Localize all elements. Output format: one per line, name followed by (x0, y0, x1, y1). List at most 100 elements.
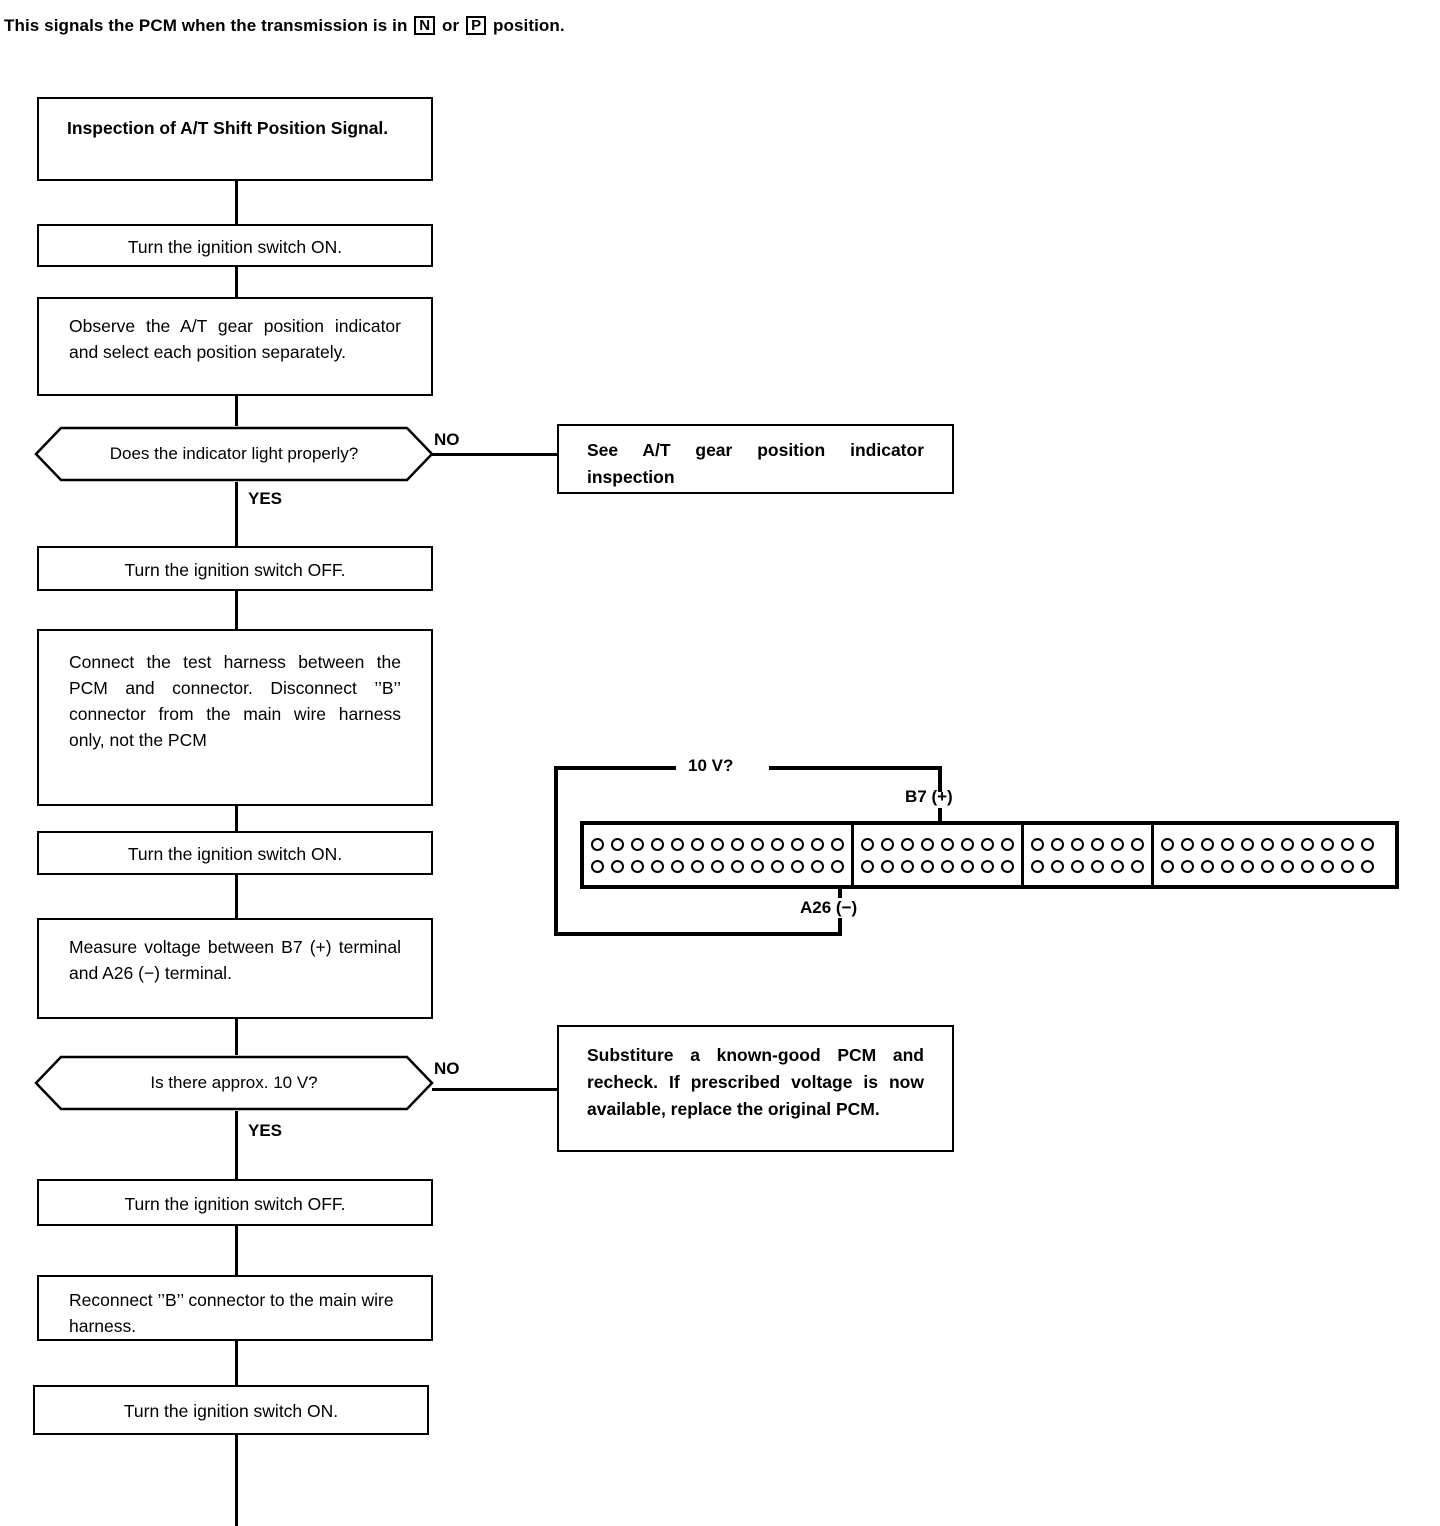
pin[interactable] (941, 859, 954, 873)
pin[interactable] (1111, 837, 1124, 851)
pin[interactable] (1201, 837, 1214, 851)
branch-voltage-yes-label: YES (248, 1121, 283, 1140)
connector-connect-to-ignon2 (235, 806, 238, 831)
pin[interactable] (1281, 837, 1294, 851)
intro-text-before: This signals the PCM when the transmissi… (4, 16, 408, 35)
branch-indicator-no-line (432, 453, 559, 456)
pin[interactable] (1031, 837, 1044, 851)
pin[interactable] (711, 859, 724, 873)
pin-a26-negative[interactable] (831, 859, 844, 873)
pin[interactable] (1361, 837, 1374, 851)
node-text: Observe the A/T gear position indicator … (69, 316, 401, 362)
pin[interactable] (1071, 859, 1084, 873)
pin[interactable] (901, 859, 914, 873)
b7-leader-vertical-upper (938, 766, 942, 792)
pin[interactable] (1301, 859, 1314, 873)
pin[interactable] (1111, 859, 1124, 873)
pin[interactable] (831, 837, 844, 851)
pin[interactable] (751, 837, 764, 851)
pin[interactable] (1341, 837, 1354, 851)
pin[interactable] (731, 859, 744, 873)
pin[interactable] (1001, 859, 1014, 873)
pin[interactable] (1051, 837, 1064, 851)
pin[interactable] (651, 837, 664, 851)
pin[interactable] (1181, 837, 1194, 851)
pin[interactable] (981, 859, 994, 873)
branch-voltage-no-label: NO (434, 1059, 460, 1078)
pin[interactable] (981, 837, 994, 851)
pin[interactable] (671, 837, 684, 851)
pin[interactable] (611, 837, 624, 851)
pin[interactable] (1341, 859, 1354, 873)
pin[interactable] (961, 837, 974, 851)
pin[interactable] (771, 859, 784, 873)
connector-ignon2-to-measure (235, 875, 238, 918)
bracket-bottom-line (554, 932, 841, 936)
connector-ignon3-to-next-page (235, 1435, 238, 1526)
pin[interactable] (811, 837, 824, 851)
pin[interactable] (1051, 859, 1064, 873)
pin[interactable] (1241, 859, 1254, 873)
pin[interactable] (1031, 859, 1044, 873)
pin[interactable] (791, 859, 804, 873)
pin-b7-positive[interactable] (921, 837, 934, 851)
pin[interactable] (771, 837, 784, 851)
pin[interactable] (1161, 837, 1174, 851)
node-text: See A/T gear position indicator inspecti… (587, 440, 924, 487)
pin[interactable] (1281, 859, 1294, 873)
pin[interactable] (861, 837, 874, 851)
node-text: Reconnect ’’B’’ connector to the main wi… (69, 1290, 394, 1336)
pin[interactable] (1261, 859, 1274, 873)
pin[interactable] (611, 859, 624, 873)
pin[interactable] (901, 837, 914, 851)
pin[interactable] (861, 859, 874, 873)
node-text: Measure voltage between B7 (+) terminal … (69, 937, 401, 983)
node-text: Inspection of A/T Shift Position Signal. (67, 118, 389, 138)
pin[interactable] (711, 837, 724, 851)
connector-reconnect-to-ignon3 (235, 1341, 238, 1385)
pin[interactable] (961, 859, 974, 873)
pin[interactable] (691, 859, 704, 873)
pin[interactable] (631, 859, 644, 873)
pin[interactable] (751, 859, 764, 873)
pin[interactable] (1241, 837, 1254, 851)
pin-row-bottom (1031, 859, 1144, 873)
pin[interactable] (881, 837, 894, 851)
connector-observe-to-qind (235, 396, 238, 426)
pin[interactable] (651, 859, 664, 873)
pin[interactable] (1321, 837, 1334, 851)
pin[interactable] (631, 837, 644, 851)
pin[interactable] (671, 859, 684, 873)
pin[interactable] (811, 859, 824, 873)
pin[interactable] (1221, 859, 1234, 873)
pin[interactable] (881, 859, 894, 873)
connector-qind-to-ignoff1 (235, 482, 238, 546)
pin[interactable] (1161, 859, 1174, 873)
pin[interactable] (1181, 859, 1194, 873)
pin[interactable] (1131, 859, 1144, 873)
pin[interactable] (941, 837, 954, 851)
connector-segment-d (1154, 825, 1381, 885)
pin[interactable] (1131, 837, 1144, 851)
pin[interactable] (1091, 859, 1104, 873)
decision-does-indicator-light-properly: Does the indicator light properly? (34, 426, 434, 482)
pin[interactable] (791, 837, 804, 851)
pin[interactable] (1221, 837, 1234, 851)
pin[interactable] (1071, 837, 1084, 851)
gear-position-n-icon: N (414, 16, 436, 36)
pin[interactable] (691, 837, 704, 851)
pin[interactable] (1201, 859, 1214, 873)
pin[interactable] (1001, 837, 1014, 851)
pin[interactable] (1091, 837, 1104, 851)
pin[interactable] (591, 837, 604, 851)
pin[interactable] (731, 837, 744, 851)
pin[interactable] (1301, 837, 1314, 851)
pin[interactable] (1261, 837, 1274, 851)
pin[interactable] (921, 859, 934, 873)
a26-leader-vertical-lower (838, 918, 842, 936)
pin[interactable] (1321, 859, 1334, 873)
bracket-top-right-line (769, 766, 941, 770)
pin[interactable] (1361, 859, 1374, 873)
pin[interactable] (591, 859, 604, 873)
